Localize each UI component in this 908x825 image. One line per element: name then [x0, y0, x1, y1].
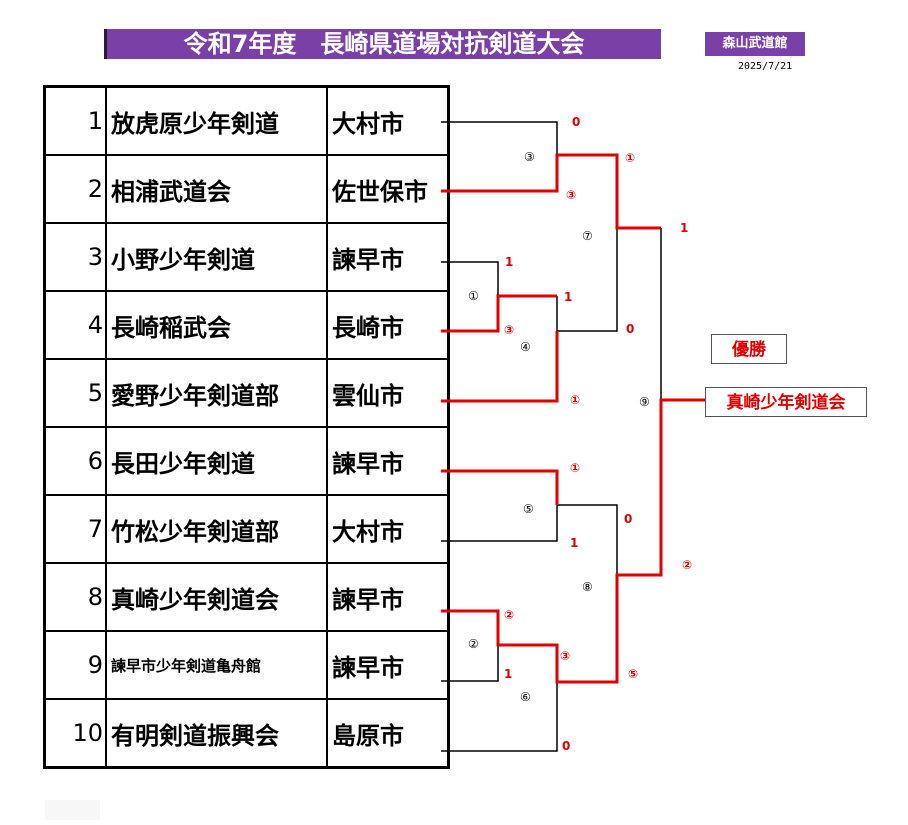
champion-name: 真崎少年剣道会	[705, 387, 867, 417]
team-number: 10	[43, 698, 107, 769]
match-number: ⑥	[520, 690, 531, 704]
team-city: 諫早市	[326, 562, 450, 632]
match-number: ⑨	[639, 395, 650, 409]
bracket-line	[441, 261, 499, 296]
team-name: 小野少年剣道	[105, 222, 328, 292]
team-number: 4	[43, 290, 107, 360]
score-label: ②	[682, 558, 693, 572]
team-number: 5	[43, 358, 107, 428]
team-name: 長崎稲武会	[105, 290, 328, 360]
bracket-line	[557, 504, 618, 575]
match-number: ④	[520, 340, 531, 354]
team-number: 8	[43, 562, 107, 632]
score-label: ③	[560, 649, 571, 663]
match-number: ⑦	[582, 229, 593, 243]
team-city: 大村市	[326, 494, 450, 564]
match-number: ⑧	[582, 580, 593, 594]
score-label: ③	[566, 188, 577, 202]
team-name: 相浦武道会	[105, 154, 328, 224]
score-label: 1	[570, 536, 579, 550]
team-name: 有明剣道振興会	[105, 698, 328, 769]
winning-line	[441, 398, 705, 684]
team-city: 雲仙市	[326, 358, 450, 428]
bracket-line	[441, 505, 558, 542]
team-city: 長崎市	[326, 290, 450, 360]
tournament-title: 令和7年度 長崎県道場対抗剣道大会	[104, 29, 661, 59]
team-name: 放虎原少年剣道	[105, 85, 328, 156]
event-date: 2025/7/21	[738, 61, 793, 72]
score-label: 0	[572, 115, 581, 129]
score-label: 1	[504, 667, 513, 681]
bracket-line	[441, 682, 558, 752]
winner-heading: 優勝	[711, 334, 787, 364]
match-number: ①	[468, 289, 479, 303]
winning-line	[441, 294, 557, 333]
score-label: ③	[504, 323, 515, 337]
team-city: 諫早市	[326, 426, 450, 496]
score-label: 1	[505, 255, 514, 269]
score-label: ⑤	[628, 667, 639, 681]
team-number: 7	[43, 494, 107, 564]
team-city: 大村市	[326, 85, 450, 156]
bracket-line	[557, 228, 618, 332]
team-city: 諫早市	[326, 630, 450, 700]
score-label: 1	[564, 290, 573, 304]
match-number: ⑤	[523, 502, 534, 516]
bracket-line	[441, 645, 499, 682]
bracket-line	[441, 121, 558, 155]
score-label: ①	[625, 151, 636, 165]
winning-line	[441, 331, 559, 403]
team-number: 6	[43, 426, 107, 496]
match-number: ②	[468, 637, 479, 651]
venue-badge: 森山武道館	[705, 32, 805, 56]
team-city: 諫早市	[326, 222, 450, 292]
team-name: 竹松少年剣道部	[105, 494, 328, 564]
team-name: 長田少年剣道	[105, 426, 328, 496]
team-name: 真崎少年剣道会	[105, 562, 328, 632]
team-number: 9	[43, 630, 107, 700]
score-label: ①	[570, 393, 581, 407]
score-label: ①	[570, 461, 581, 475]
blank-cell	[45, 800, 100, 820]
winning-line	[441, 469, 559, 505]
winning-line	[441, 153, 661, 230]
score-label: 0	[562, 739, 571, 753]
team-number: 3	[43, 222, 107, 292]
score-label: 1	[680, 221, 689, 235]
team-name: 諫早市少年剣道亀舟館	[105, 630, 328, 700]
score-label: 0	[626, 322, 635, 336]
match-number: ③	[524, 150, 535, 164]
team-number: 2	[43, 154, 107, 224]
score-label: 0	[624, 512, 633, 526]
team-name: 愛野少年剣道部	[105, 358, 328, 428]
team-city: 佐世保市	[326, 154, 450, 224]
team-city: 島原市	[326, 698, 450, 769]
team-number: 1	[43, 85, 107, 156]
score-label: ②	[504, 608, 515, 622]
